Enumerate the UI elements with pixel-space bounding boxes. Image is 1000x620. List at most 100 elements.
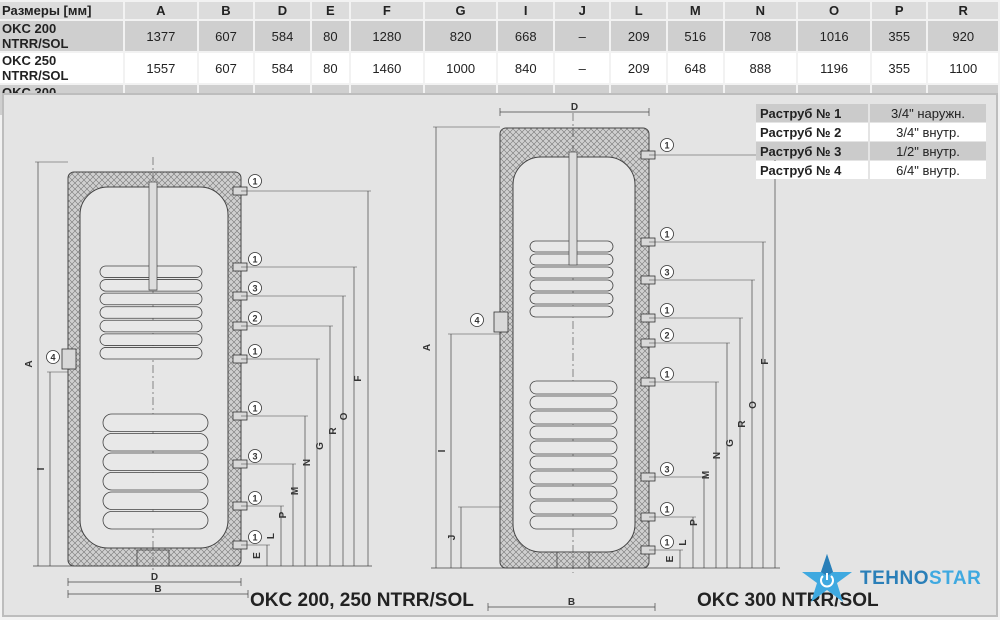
connection-name: Раструб № 1 (756, 104, 870, 122)
cell-value: 355 (871, 21, 929, 51)
header-col-M: M (668, 2, 725, 19)
connector-marker (248, 401, 262, 415)
heat-exchanger-coil (102, 491, 209, 510)
heat-exchanger-coil (102, 472, 209, 491)
connector-marker (248, 281, 262, 295)
cell-value: 1557 (125, 53, 199, 83)
cell-value: 1196 (798, 53, 872, 83)
heat-exchanger-coil (529, 485, 618, 500)
header-label: Размеры [мм] (0, 2, 125, 19)
connector-marker (248, 530, 262, 544)
header-col-A: A (125, 2, 199, 19)
connector-marker (248, 491, 262, 505)
anode-rod (568, 151, 578, 266)
connector-number: 1 (664, 505, 669, 515)
left-model-caption: OKC 200, 250 NTRR/SOL (250, 590, 474, 611)
header-col-O: O (798, 2, 872, 19)
header-col-E: E (311, 2, 352, 19)
logo-text-star: STAR (929, 568, 982, 589)
connector-number: 1 (252, 177, 257, 187)
dimension-label-I: I (437, 449, 448, 452)
connector-number: 1 (252, 255, 257, 265)
connector-marker (248, 344, 262, 358)
cell-value: 820 (424, 21, 499, 51)
dimension-label-F: F (353, 375, 364, 381)
cell-value: 584 (255, 21, 312, 51)
cell-value: 1100 (928, 53, 1000, 83)
logo-text-tehno: TEHNO (860, 568, 929, 589)
dimension-label-N: N (302, 459, 313, 466)
dimension-label-R: R (328, 427, 339, 435)
heat-exchanger-coil (529, 266, 614, 279)
connection-size: 1/2" внутр. (870, 142, 986, 160)
right-model-caption: OKC 300 NTRR/SOL (697, 590, 879, 611)
tehnostar-logo: TEHNOSTAR (800, 552, 981, 606)
heat-exchanger-coil (529, 470, 618, 485)
connector-marker (248, 174, 262, 188)
connector-number: 1 (664, 538, 669, 548)
heat-exchanger-coil (529, 440, 618, 455)
cell-value: 1000 (424, 53, 499, 83)
dimension-label-L: L (266, 533, 277, 539)
connector-number: 1 (252, 404, 257, 414)
connector-marker (660, 535, 674, 549)
connector-number: 1 (664, 306, 669, 316)
header-col-B: B (198, 2, 256, 19)
heat-exchanger-coil (99, 347, 203, 360)
connector-number: 3 (252, 284, 257, 294)
connector-marker (248, 311, 262, 325)
connector-number: 4 (50, 353, 55, 363)
connector-marker (660, 367, 674, 381)
header-col-J: J (554, 2, 612, 19)
dimension-label-D: D (151, 572, 158, 583)
heat-exchanger-coil (529, 410, 618, 425)
connector-number: 1 (252, 533, 257, 543)
connector-number: 1 (664, 141, 669, 151)
connector-number: 4 (474, 316, 479, 326)
dimension-label-O: O (748, 401, 759, 409)
heat-exchanger-coil (529, 455, 618, 470)
dimension-label-G: G (725, 439, 736, 447)
cell-value: – (554, 21, 612, 51)
connector-number: 3 (664, 465, 669, 475)
dimension-label-G: G (315, 442, 326, 450)
dimension-label-D: D (571, 102, 578, 113)
connection-size: 3/4" наружн. (870, 104, 986, 122)
model-name: OKC 250 NTRR/SOL (0, 53, 125, 83)
cell-value: 607 (198, 21, 256, 51)
connector-marker (660, 227, 674, 241)
dimension-label-L: L (678, 539, 689, 545)
star-power-icon (802, 554, 852, 602)
dimension-label-F: F (760, 358, 771, 364)
connector-marker (248, 252, 262, 266)
connector-marker (660, 502, 674, 516)
cell-value: 888 (724, 53, 799, 83)
connection-name: Раструб № 3 (756, 142, 870, 160)
header-col-I: I (498, 2, 555, 19)
heat-exchanger-coil (99, 319, 203, 333)
dimension-label-P: P (689, 519, 700, 526)
heat-exchanger-coil (529, 395, 618, 410)
dimension-label-E: E (665, 555, 676, 562)
cell-value: 648 (668, 53, 725, 83)
header-col-F: F (351, 2, 425, 19)
connector-number: 1 (664, 370, 669, 380)
connection-name: Раструб № 2 (756, 123, 870, 141)
dimension-label-A: A (422, 344, 433, 351)
connection-size: 6/4" внутр. (870, 161, 986, 179)
header-col-D: D (255, 2, 312, 19)
dimension-label-N: N (712, 452, 723, 459)
heat-exchanger-coil (102, 413, 209, 432)
cell-value: 516 (668, 21, 725, 51)
heat-exchanger-coil (102, 452, 209, 471)
connector-marker (46, 350, 60, 364)
connector-number: 3 (664, 268, 669, 278)
connector-number: 2 (664, 331, 669, 341)
dimension-label-B: B (154, 584, 161, 595)
model-name: OKC 200 NTRR/SOL (0, 21, 125, 51)
